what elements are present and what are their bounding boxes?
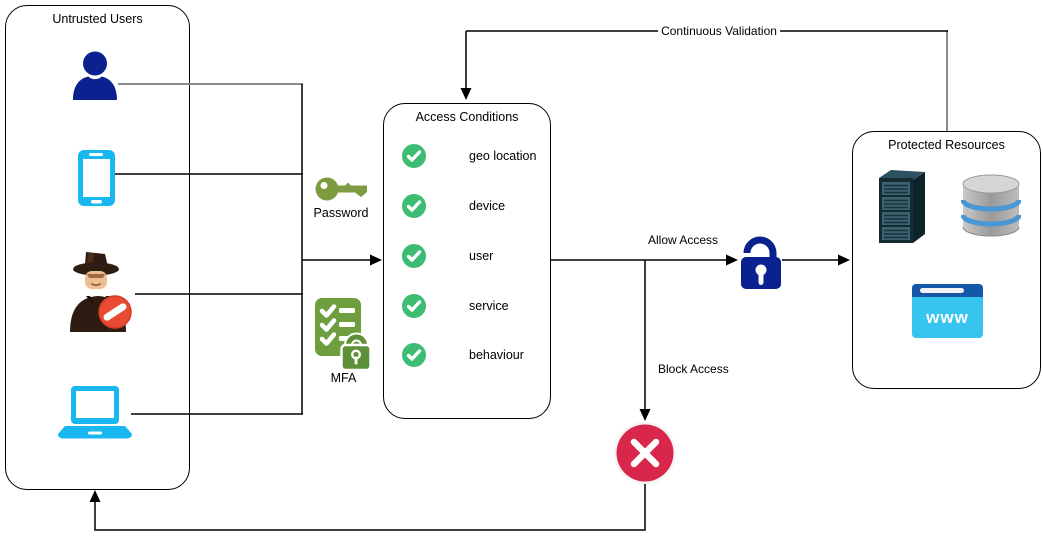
check-icon [402,294,426,318]
untrusted-users-title: Untrusted Users [52,12,143,26]
server-icon [875,166,927,244]
web-browser-icon: www [912,284,983,338]
condition-row: geo location [402,144,536,168]
block-access-label: Block Access [658,362,729,376]
to-access-arrowhead [370,254,382,266]
condition-row: behaviour [402,343,524,367]
protected-resources-box: Protected Resources [852,131,1041,389]
check-icon [402,244,426,268]
condition-label: geo location [469,149,537,163]
unlock-icon [740,232,782,290]
condition-label: service [469,299,509,313]
condition-label: behaviour [469,348,524,362]
browser-url-pill [920,288,964,293]
laptop-icon [57,386,133,440]
browser-address-bar [912,284,983,297]
allow-arrowhead [726,254,738,266]
untrusted-users-box: Untrusted Users [5,5,190,490]
user-icon [72,50,118,100]
www-label: www [926,308,969,327]
condition-row: device [402,194,505,218]
check-icon [402,144,426,168]
condition-label: user [469,249,494,263]
hacker-icon [64,248,132,336]
feedback-line [94,484,646,531]
check-icon [402,343,426,367]
password-label: Password [313,206,369,220]
browser-body: www [912,297,983,338]
validation-arrowhead [460,88,472,100]
access-conditions-title: Access Conditions [415,110,519,124]
database-icon [960,174,1022,238]
access-conditions-box: Access Conditions geo location device us… [383,103,551,419]
feedback-arrowhead [89,490,101,502]
mfa-label: MFA [330,371,357,385]
condition-label: device [469,199,506,213]
allow-access-label: Allow Access [648,233,719,247]
block-icon [613,421,677,485]
tablet-icon [78,150,115,206]
protected-resources-title: Protected Resources [888,138,1005,152]
block-arrowhead [639,409,651,421]
condition-row: service [402,294,509,318]
condition-row: user [402,244,493,268]
key-icon [315,172,367,205]
mfa-checklist-icon [315,298,372,372]
continuous-validation-label: Continuous Validation [658,24,780,38]
to-protected-arrowhead [838,254,850,266]
check-icon [402,194,426,218]
